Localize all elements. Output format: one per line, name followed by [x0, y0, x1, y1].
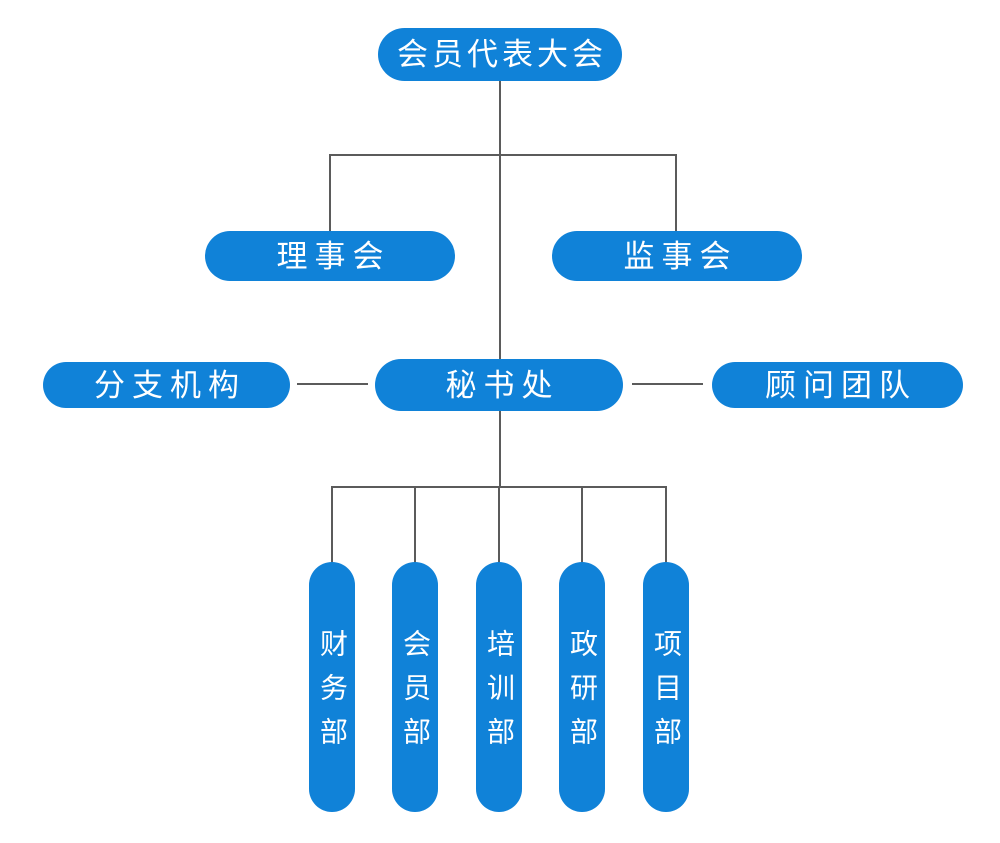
node-membership-dept: 会员部 — [392, 562, 438, 812]
node-finance-dept-label: 财务部 — [317, 629, 348, 761]
node-advisory-team-label: 顾问团队 — [765, 367, 917, 403]
node-secretariat-label: 秘书处 — [445, 367, 560, 403]
connector-finance-drop — [331, 486, 333, 563]
connector-training-drop — [498, 486, 500, 563]
node-board-of-directors: 理事会 — [205, 231, 455, 281]
node-branch-organizations: 分支机构 — [43, 362, 290, 408]
node-policy-research-dept: 政研部 — [559, 562, 605, 812]
node-secretariat: 秘书处 — [375, 359, 623, 411]
node-training-dept: 培训部 — [476, 562, 522, 812]
node-board-of-directors-label: 理事会 — [276, 238, 391, 274]
connector-secretariat-advisors — [632, 383, 703, 385]
node-membership-dept-label: 会员部 — [400, 629, 431, 761]
connector-branches-secretariat — [297, 383, 368, 385]
connector-supervisors-drop — [675, 154, 677, 232]
node-board-of-supervisors: 监事会 — [552, 231, 802, 281]
connector-membership-drop — [414, 486, 416, 563]
connector-secretariat-down — [499, 411, 501, 487]
node-advisory-team: 顾问团队 — [712, 362, 963, 408]
node-members-assembly-label: 会员代表大会 — [397, 37, 607, 72]
node-project-dept: 项目部 — [643, 562, 689, 812]
node-board-of-supervisors-label: 监事会 — [623, 238, 738, 274]
connector-board-drop — [329, 154, 331, 232]
node-members-assembly: 会员代表大会 — [378, 28, 622, 81]
connector-projects-drop — [665, 486, 667, 563]
node-branch-organizations-label: 分支机构 — [94, 367, 246, 403]
connector-level2-hbar — [329, 154, 677, 156]
connector-assembly-secretariat — [499, 81, 501, 360]
node-finance-dept: 财务部 — [309, 562, 355, 812]
node-project-dept-label: 项目部 — [651, 629, 682, 761]
node-policy-research-dept-label: 政研部 — [567, 629, 598, 761]
node-training-dept-label: 培训部 — [484, 629, 515, 761]
connector-policy-research-drop — [581, 486, 583, 563]
